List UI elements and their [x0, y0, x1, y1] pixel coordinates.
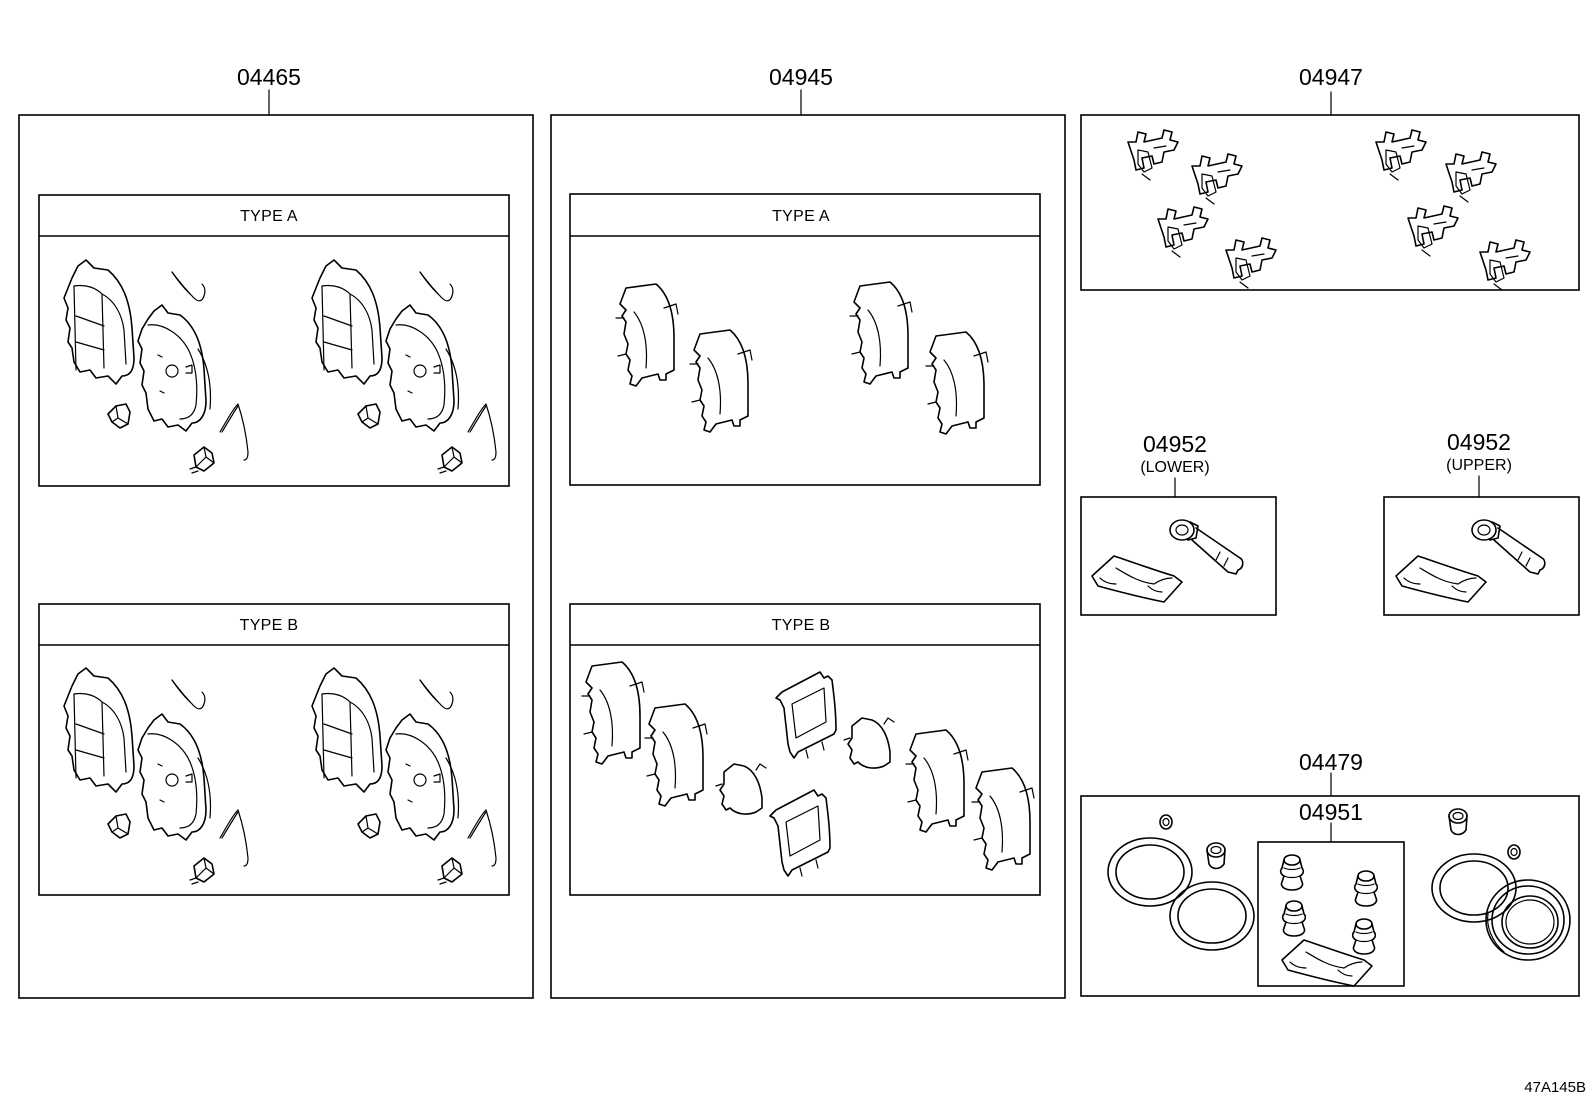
shim-kit-part-number: 04945 [769, 64, 833, 90]
shim-kit-type-a-box [569, 193, 1041, 486]
boot-kit-part-number: 04951 [1299, 799, 1363, 825]
pad-kit-type-b-label: TYPE B [240, 617, 299, 634]
shim-kit-type-a-label: TYPE A [772, 208, 830, 225]
pad-kit-panel: TYPE A TYPE B [18, 114, 534, 999]
boot-kit-box [1257, 841, 1405, 987]
slide-pin-upper-part-number: 04952 [1447, 429, 1511, 455]
diagram-reference-code: 47A145B [1524, 1079, 1586, 1096]
pad-kit-type-a-parts [63, 259, 497, 474]
support-plate-kit-part-number: 04947 [1299, 64, 1363, 90]
cylinder-kit-part-number: 04479 [1299, 749, 1363, 775]
pad-kit-part-number: 04465 [237, 64, 301, 90]
pad-kit-type-a-label: TYPE A [240, 208, 298, 225]
slide-pin-upper-panel [1383, 496, 1580, 616]
slide-pin-lower-note: (LOWER) [1140, 459, 1209, 476]
cylinder-kit-panel [1080, 795, 1580, 997]
slide-pin-lower-part-number: 04952 [1143, 431, 1207, 457]
pad-kit-type-b-parts [63, 667, 497, 885]
shim-kit-type-b-parts [581, 661, 1035, 877]
slide-pin-lower-panel [1080, 496, 1277, 616]
support-plate-kit-panel [1080, 114, 1580, 291]
shim-kit-panel: TYPE A TYPE B [550, 114, 1066, 999]
pad-kit-type-a-box [38, 194, 510, 487]
shim-kit-type-b-box [569, 603, 1041, 896]
slide-pin-upper-note: (UPPER) [1446, 457, 1512, 474]
shim-kit-type-b-label: TYPE B [772, 617, 831, 634]
pad-kit-type-b-box [38, 603, 510, 896]
shim-kit-type-a-parts [615, 281, 989, 435]
